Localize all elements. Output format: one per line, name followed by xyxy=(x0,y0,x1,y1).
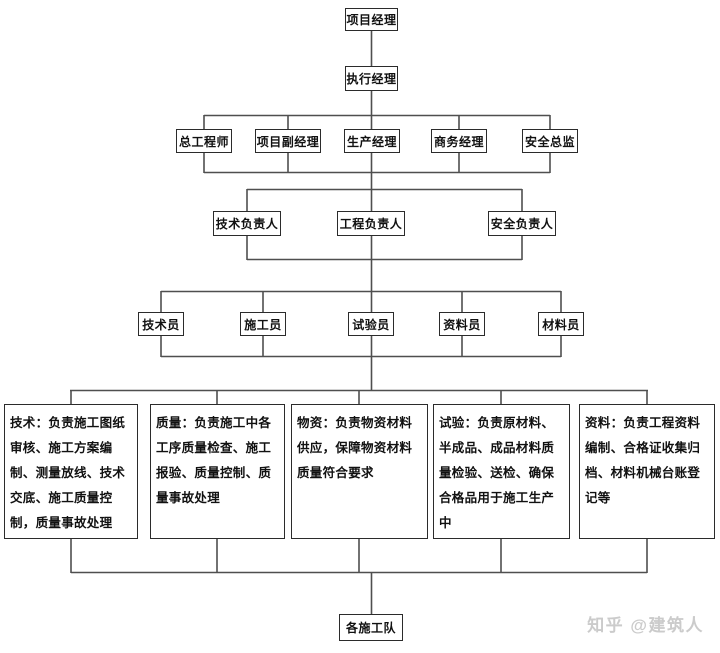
node-production-manager: 生产经理 xyxy=(344,129,400,153)
node-project-manager: 项目经理 xyxy=(345,8,398,31)
connector-lines-group xyxy=(70,31,648,614)
watermark: 知乎 @建筑人 xyxy=(587,616,704,635)
node-deputy-project-manager: 项目副经理 xyxy=(255,129,321,153)
node-technical-leader: 技术负责人 xyxy=(213,211,281,236)
node-executive-manager: 执行经理 xyxy=(345,66,398,91)
duty-box-technology: 技术：负责施工图纸审核、施工方案编制、测量放线、技术交底、施工质量控制，质量事故… xyxy=(4,404,138,539)
node-tester: 试验员 xyxy=(348,312,394,336)
node-technician: 技术员 xyxy=(138,312,184,336)
node-safety-director: 安全总监 xyxy=(522,129,578,153)
duty-box-testing: 试验：负责原材料、半成品、成品材料质量检验、送检、确保合格品用于施工生产中 xyxy=(433,404,570,539)
node-engineering-leader: 工程负责人 xyxy=(337,211,405,236)
node-constructor: 施工员 xyxy=(240,312,286,336)
duty-box-documentation: 资料：负责工程资料编制、合格证收集归档、材料机械台账登记等 xyxy=(579,404,715,539)
node-material-clerk: 材料员 xyxy=(538,312,584,336)
duty-box-quality: 质量：负责施工中各工序质量检查、施工报验、质量控制、质量事故处理 xyxy=(150,404,285,539)
node-documenter: 资料员 xyxy=(439,312,485,336)
node-chief-engineer: 总工程师 xyxy=(176,129,232,153)
node-commercial-manager: 商务经理 xyxy=(431,129,487,153)
node-construction-teams: 各施工队 xyxy=(339,614,403,641)
node-safety-leader: 安全负责人 xyxy=(488,211,556,236)
duty-box-materials-supply: 物资：负责物资材料供应，保障物资材料质量符合要求 xyxy=(291,404,428,539)
